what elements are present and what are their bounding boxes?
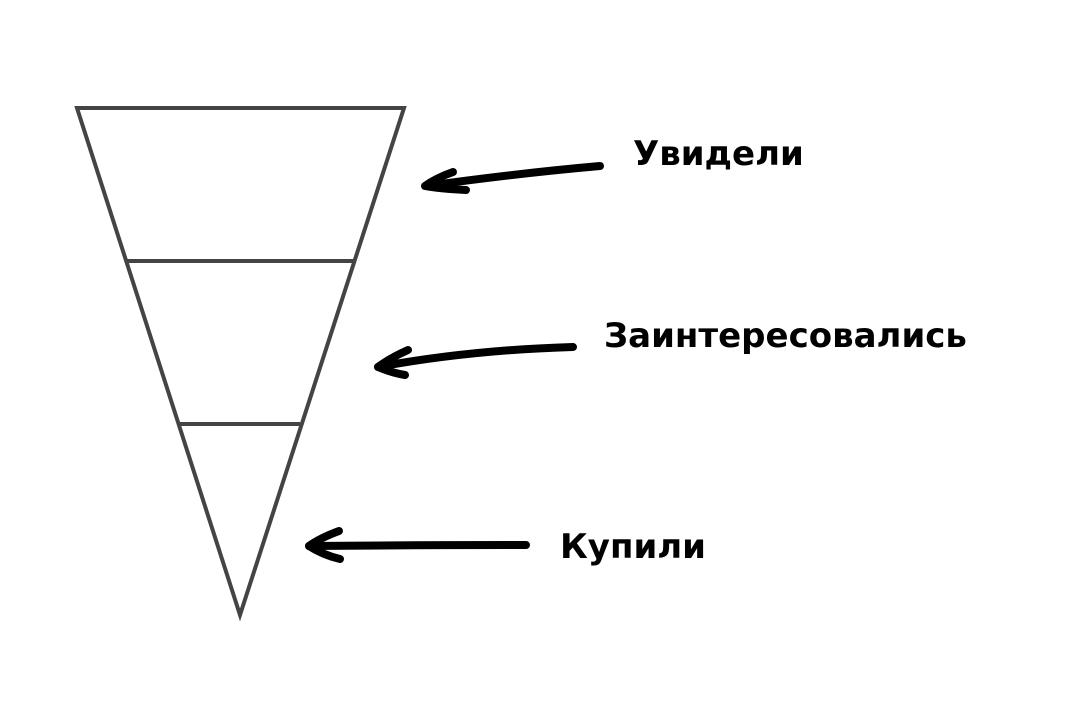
arrow-stage-3 — [305, 527, 530, 563]
stage-label-bought: Купили — [560, 527, 706, 567]
arrow-stage-1 — [421, 162, 604, 194]
stage-label-seen: Увидели — [633, 134, 804, 174]
stage-label-interested: Заинтересовались — [604, 316, 967, 356]
arrow-stage-2 — [374, 343, 577, 379]
funnel-outline — [74, 106, 407, 622]
